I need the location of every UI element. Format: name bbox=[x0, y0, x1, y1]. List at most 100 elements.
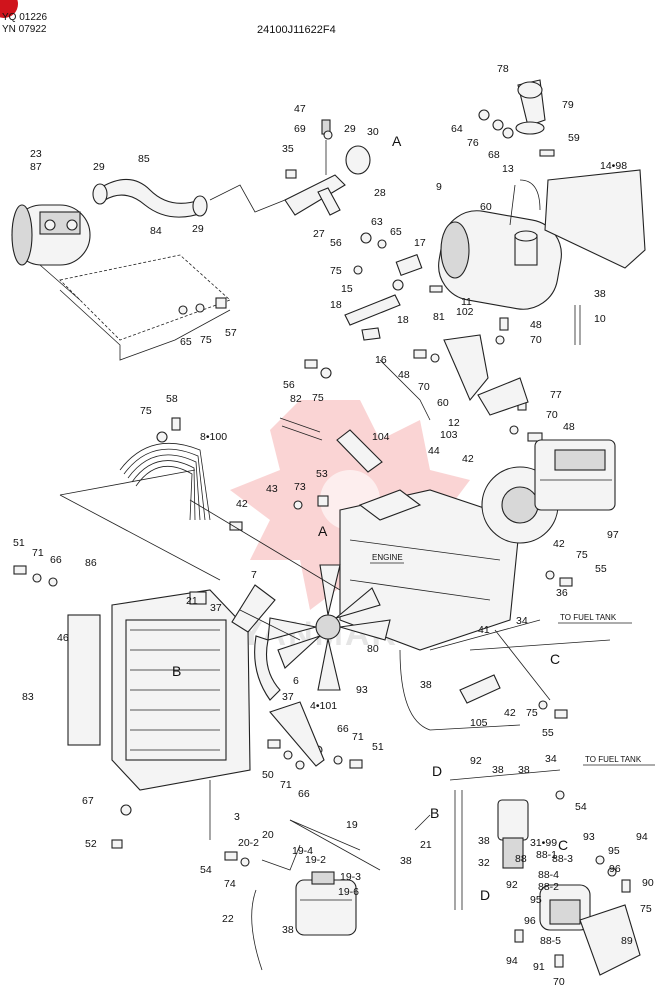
callout: 32 bbox=[478, 857, 490, 869]
cooling-fan bbox=[267, 564, 391, 691]
callout: 94 bbox=[636, 831, 648, 843]
callout: 86 bbox=[85, 557, 97, 569]
callout: 46 bbox=[57, 632, 69, 644]
callout: 84 bbox=[150, 225, 162, 237]
ref-letter-c-filter: C bbox=[558, 837, 568, 853]
callout: 70 bbox=[530, 334, 542, 346]
callout: 88-1 bbox=[536, 849, 557, 861]
callout: 88-2 bbox=[538, 881, 559, 893]
callout: 60 bbox=[437, 397, 449, 409]
radiator bbox=[111, 589, 251, 791]
air-hose bbox=[92, 178, 208, 218]
callout: 28 bbox=[374, 187, 386, 199]
callout: 66 bbox=[337, 723, 349, 735]
callout: 38 bbox=[518, 764, 530, 776]
reserve-tank bbox=[295, 871, 357, 936]
callout: 31•99 bbox=[530, 837, 557, 849]
callout: 59 bbox=[568, 132, 580, 144]
serial-1: YQ 01226 bbox=[2, 12, 47, 23]
callout: 55 bbox=[542, 727, 554, 739]
note-to-fuel-tank-2: TO FUEL TANK bbox=[585, 755, 642, 764]
callout: 51 bbox=[372, 741, 384, 753]
callout: 55 bbox=[595, 563, 607, 575]
callout: 27 bbox=[313, 228, 325, 240]
callout: 48 bbox=[563, 421, 575, 433]
callout: 75 bbox=[312, 392, 324, 404]
callout: 3 bbox=[234, 811, 240, 823]
callout: 94 bbox=[506, 955, 518, 967]
callout: 34 bbox=[545, 753, 557, 765]
engine-block bbox=[339, 489, 521, 651]
callout: 88-3 bbox=[552, 853, 573, 865]
callout: 95 bbox=[608, 845, 620, 857]
wire-harness bbox=[119, 443, 211, 521]
callout: 30 bbox=[367, 126, 379, 138]
callout: 29 bbox=[93, 161, 105, 173]
radiator-hose-lower bbox=[254, 635, 281, 701]
callout: 70 bbox=[546, 409, 558, 421]
callout: 75 bbox=[330, 265, 342, 277]
callout: 102 bbox=[456, 306, 474, 318]
note-to-fuel-tank-1: TO FUEL TANK bbox=[560, 613, 617, 622]
callout: 92 bbox=[470, 755, 482, 767]
callout: 36 bbox=[556, 587, 568, 599]
callout: 17 bbox=[414, 237, 426, 249]
callout: 12 bbox=[448, 417, 460, 429]
callout: 56 bbox=[330, 237, 342, 249]
callout: 69 bbox=[294, 123, 306, 135]
callout: 22 bbox=[222, 913, 234, 925]
callout: 37 bbox=[282, 691, 294, 703]
callout: 91 bbox=[533, 961, 545, 973]
note-engine: ENGINE bbox=[372, 553, 403, 562]
callout: 6 bbox=[293, 675, 299, 687]
callout: 19-6 bbox=[338, 886, 359, 898]
callout: 75 bbox=[526, 707, 538, 719]
callout: 42 bbox=[553, 538, 565, 550]
callout: 88 bbox=[515, 853, 527, 865]
callout: 16 bbox=[375, 354, 387, 366]
callout: 14•98 bbox=[600, 160, 627, 172]
callout: 96 bbox=[609, 863, 621, 875]
callout: 65 bbox=[390, 226, 402, 238]
callout: 90 bbox=[642, 877, 654, 889]
callout: 19 bbox=[346, 819, 358, 831]
callout: 13 bbox=[502, 163, 514, 175]
callout: 18 bbox=[397, 314, 409, 326]
callout: 37 bbox=[210, 602, 222, 614]
callout: 81 bbox=[433, 311, 445, 323]
callout: 42 bbox=[504, 707, 516, 719]
callout: 38 bbox=[594, 288, 606, 300]
callout-labels: 23 87 29 85 84 29 35 47 69 29 30 28 27 7… bbox=[13, 63, 654, 988]
ref-letter-a-engine: A bbox=[318, 523, 328, 539]
callout: 38 bbox=[282, 924, 294, 936]
callout: 23 bbox=[30, 148, 42, 160]
callout: 80 bbox=[367, 643, 379, 655]
callout: 19-3 bbox=[340, 871, 361, 883]
callout: 83 bbox=[22, 691, 34, 703]
callout: 56 bbox=[283, 379, 295, 391]
callout: 20 bbox=[262, 829, 274, 841]
callout: 77 bbox=[550, 389, 562, 401]
callout: 75 bbox=[140, 405, 152, 417]
callout: 63 bbox=[371, 216, 383, 228]
rod-104 bbox=[336, 429, 383, 473]
callout: 47 bbox=[294, 103, 306, 115]
callout: 71 bbox=[32, 547, 44, 559]
callout: 35 bbox=[282, 143, 294, 155]
stay-4 bbox=[269, 701, 325, 767]
callout: 78 bbox=[497, 63, 509, 75]
bracket-12 bbox=[477, 377, 529, 416]
ref-letter-d-filter: D bbox=[480, 887, 490, 903]
side-panel bbox=[67, 614, 101, 746]
callout: 66 bbox=[298, 788, 310, 800]
callout: 66 bbox=[50, 554, 62, 566]
injection-pump bbox=[534, 439, 616, 511]
callout: 70 bbox=[553, 976, 565, 988]
fuel-filter bbox=[454, 790, 529, 910]
callout: 38 bbox=[420, 679, 432, 691]
callout: 96 bbox=[524, 915, 536, 927]
callout: 104 bbox=[372, 431, 390, 443]
callout: 43 bbox=[266, 483, 278, 495]
ref-letter-b-lower: B bbox=[430, 805, 439, 821]
callout: 51 bbox=[13, 537, 25, 549]
